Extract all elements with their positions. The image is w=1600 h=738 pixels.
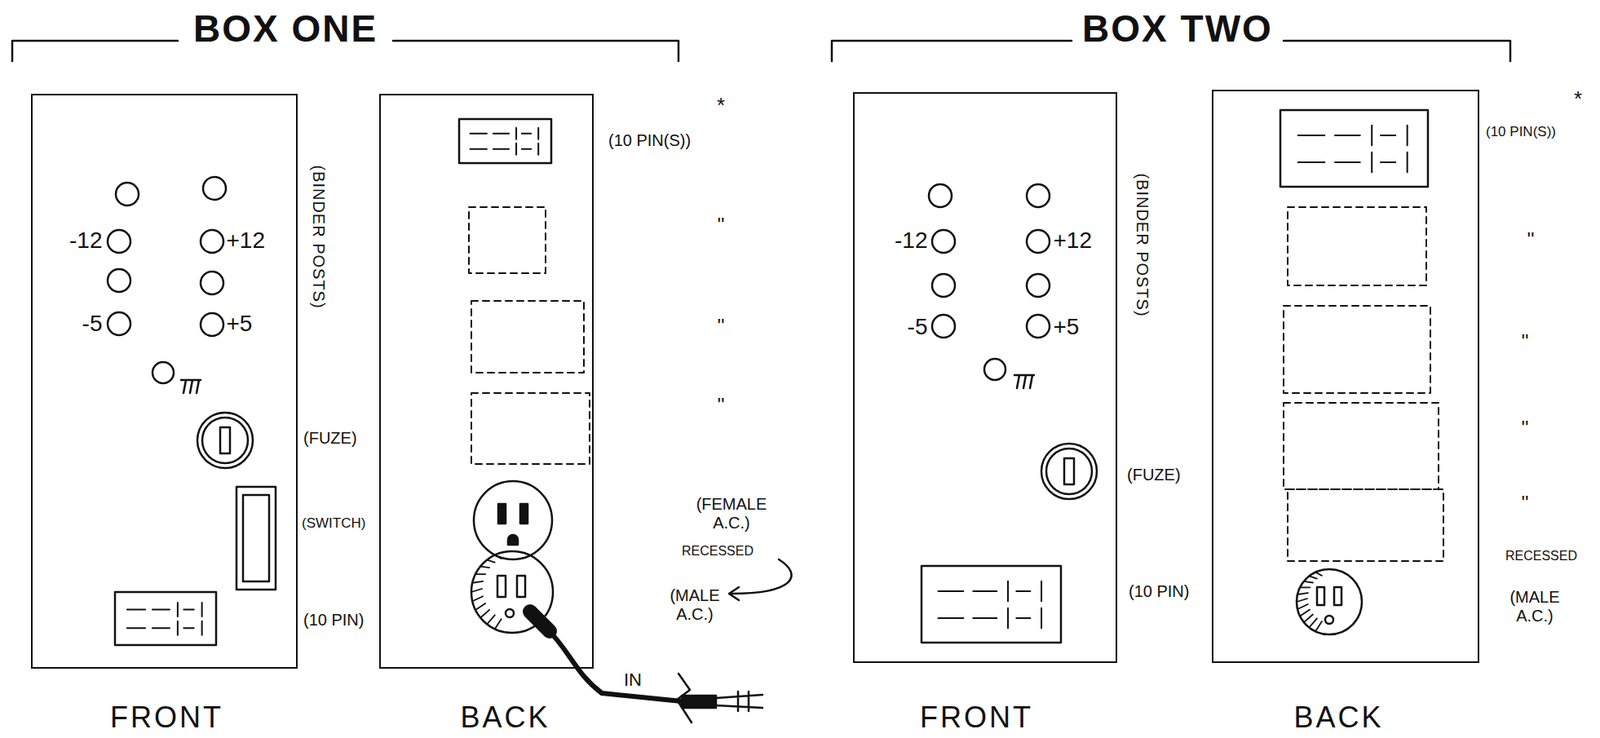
power-cord bbox=[546, 627, 682, 702]
recess-hatching bbox=[495, 618, 502, 629]
wall-plug bbox=[676, 673, 763, 723]
ten-pin-connector bbox=[114, 592, 217, 646]
box-heading: BOX TWO bbox=[1082, 7, 1273, 51]
label-text: (BINDER POSTS) bbox=[309, 164, 328, 309]
recess-hatching bbox=[1308, 618, 1318, 628]
footnote-mark: * bbox=[1573, 87, 1583, 112]
label-text: (MALE A.C.) bbox=[665, 586, 725, 624]
arrow-head bbox=[729, 587, 739, 601]
recess-hatching bbox=[475, 603, 486, 610]
voltage-label: +12 bbox=[1053, 227, 1093, 254]
recess-hatching bbox=[1296, 598, 1308, 602]
ditto-mark: '' bbox=[716, 393, 725, 417]
recess-hatching bbox=[495, 555, 502, 559]
label-text: (10 PIN(S)) bbox=[1485, 123, 1556, 141]
label-text: (10 PIN) bbox=[1128, 582, 1189, 602]
ten-pin-connector bbox=[459, 119, 552, 164]
binder-post bbox=[928, 184, 1050, 381]
female-ac-outlet bbox=[473, 481, 553, 560]
ten-pin-connector bbox=[921, 565, 1061, 643]
binder-post bbox=[107, 176, 226, 384]
ground-symbol bbox=[1014, 375, 1035, 389]
ditto-mark: '' bbox=[716, 314, 725, 338]
label-text: (FUZE) bbox=[1127, 465, 1181, 485]
ditto-mark: '' bbox=[1526, 228, 1534, 252]
ten-pin-connector bbox=[1280, 110, 1428, 187]
dashed-connector-space bbox=[1283, 207, 1444, 562]
fuse-holder bbox=[197, 412, 253, 469]
connector-pins bbox=[1298, 125, 1408, 146]
fuse-holder bbox=[1041, 443, 1097, 500]
panel: BACK bbox=[1211, 89, 1480, 663]
ground-symbol bbox=[181, 380, 201, 394]
recess-hatching bbox=[480, 566, 490, 569]
recess-hatching bbox=[475, 573, 486, 575]
panel-caption: FRONT bbox=[919, 700, 1034, 734]
panel-caption: FRONT bbox=[110, 700, 224, 734]
recess-hatching bbox=[1303, 581, 1313, 584]
box-heading: BOX ONE bbox=[193, 7, 378, 51]
recess-hatching bbox=[1297, 592, 1309, 595]
voltage-label: -12 bbox=[894, 227, 928, 254]
voltage-label: -12 bbox=[69, 227, 102, 254]
voltage-label: +5 bbox=[1053, 313, 1080, 341]
label-text: (FUZE) bbox=[303, 428, 358, 448]
recess-hatching bbox=[1308, 575, 1318, 579]
panel-caption: BACK bbox=[1293, 700, 1384, 734]
voltage-label: -5 bbox=[82, 310, 103, 337]
recess-hatching bbox=[472, 596, 483, 602]
label-text: (FEMALE A.C.) bbox=[690, 495, 773, 533]
voltage-label: +12 bbox=[226, 227, 266, 254]
recess-hatching bbox=[471, 588, 482, 593]
label-text: RECESSED bbox=[681, 543, 754, 559]
connector-pins bbox=[470, 143, 540, 155]
connector-pins bbox=[938, 581, 1043, 602]
recess-hatching bbox=[486, 614, 496, 624]
recess-hatching bbox=[1297, 604, 1309, 610]
ditto-mark: '' bbox=[1520, 491, 1529, 515]
recess-hatching bbox=[1315, 572, 1322, 576]
panel: -12+12-5+5FRONT bbox=[853, 92, 1118, 663]
label-text: IN bbox=[623, 669, 642, 690]
connector-pins bbox=[938, 608, 1043, 628]
voltage-label: -5 bbox=[907, 313, 929, 341]
voltage-label: +5 bbox=[226, 310, 253, 337]
label-text: (BINDER POSTS) bbox=[1132, 172, 1152, 317]
switch bbox=[236, 486, 276, 590]
label-text: (10 PIN(S)) bbox=[608, 131, 691, 151]
recess-hatching bbox=[1299, 587, 1310, 589]
label-text: (MALE A.C.) bbox=[1505, 587, 1565, 626]
label-text: (10 PIN) bbox=[303, 610, 364, 630]
recess-hatching bbox=[1315, 621, 1322, 632]
label-text: (SWITCH) bbox=[301, 515, 366, 532]
male-ac-outlet bbox=[471, 551, 553, 633]
recess-hatching bbox=[486, 560, 496, 563]
dashed-connector-space bbox=[468, 207, 590, 465]
recess-hatching bbox=[1303, 614, 1313, 624]
label-text: RECESSED bbox=[1505, 548, 1578, 564]
callout-arrow bbox=[730, 559, 792, 594]
panel: -12+12-5+5FRONT bbox=[30, 93, 298, 669]
connector-pins bbox=[127, 602, 203, 617]
connector-pins bbox=[1298, 152, 1408, 173]
ditto-mark: '' bbox=[1520, 330, 1529, 354]
connector-pins bbox=[470, 128, 540, 140]
ditto-mark: '' bbox=[716, 213, 725, 237]
footnote-mark: * bbox=[716, 93, 725, 119]
recess-hatching bbox=[1299, 609, 1310, 617]
connector-pins bbox=[127, 621, 203, 636]
panel: BACK bbox=[379, 93, 594, 669]
ditto-mark: '' bbox=[1520, 416, 1529, 440]
recess-hatching bbox=[472, 581, 483, 584]
panel-caption: BACK bbox=[459, 700, 550, 734]
recess-hatching bbox=[480, 609, 490, 619]
male-ac-outlet bbox=[1296, 569, 1362, 635]
